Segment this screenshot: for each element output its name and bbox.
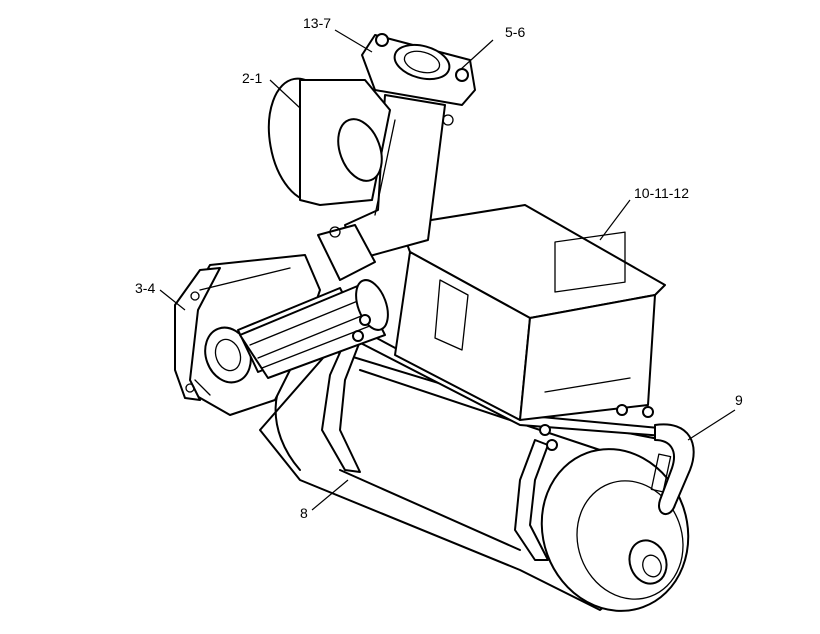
callouts: 13-7 5-6 2-1 10-11-12 3-4 9 8 — [135, 15, 743, 521]
turbo-housing — [267, 77, 391, 206]
callout-8: 8 — [300, 505, 308, 521]
heat-shield — [394, 204, 666, 421]
band-bolts — [352, 314, 654, 451]
callout-13-7: 13-7 — [303, 15, 331, 31]
callout-9: 9 — [735, 392, 743, 408]
callout-2-1: 2-1 — [242, 70, 262, 86]
leader-lines — [159, 29, 736, 511]
callout-5-6: 5-6 — [505, 24, 525, 40]
top-flange — [361, 33, 476, 126]
callout-10-11-12: 10-11-12 — [634, 185, 689, 201]
mounting-bracket — [650, 423, 695, 515]
callout-3-4: 3-4 — [135, 280, 155, 296]
pipe-joint — [317, 224, 376, 281]
